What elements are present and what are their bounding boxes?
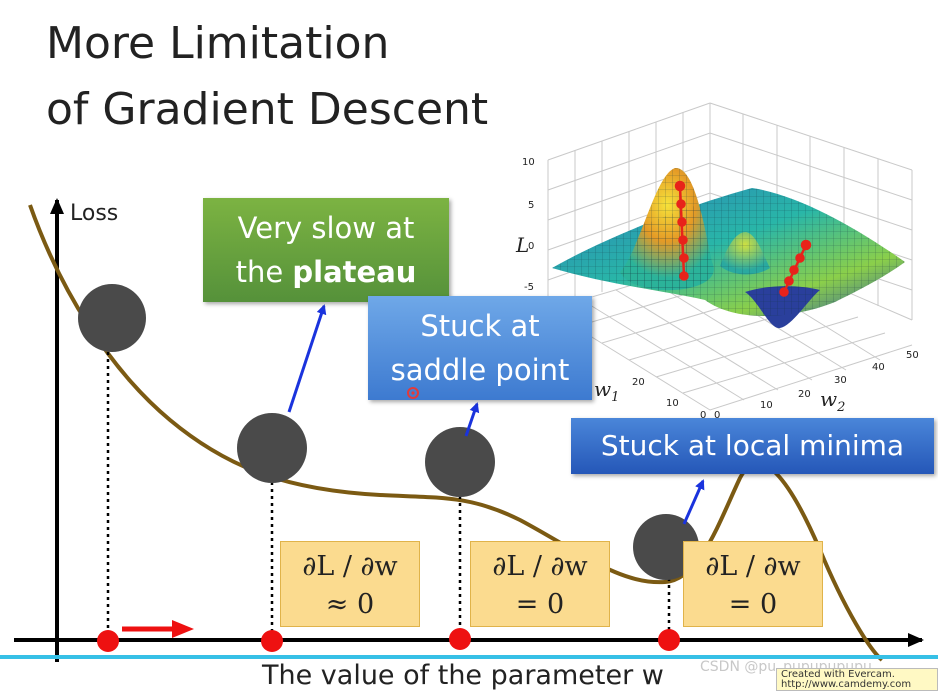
surface-mesh [552,188,905,316]
w1-tick-20: 20 [632,377,645,388]
w2-tick-50: 50 [906,350,919,361]
direction-arrow [122,620,194,638]
ball-start [78,284,146,352]
derivative-expr: ∂L / ∂w [705,551,801,582]
pointer-arrows [287,304,705,525]
w2-tick-10: 10 [760,400,773,411]
slide-title-line1: More Limitation [46,18,390,69]
w1-tick-0: 0 [700,410,706,421]
w1-tick-10: 10 [666,398,679,409]
svg-text:w2: w2 [820,387,845,415]
derivative-value: = 0 [728,589,778,620]
x-axis-markers [97,628,680,652]
w2-tick-40: 40 [872,362,885,373]
derivative-expr: ∂L / ∂w [492,551,588,582]
y-axis-label: Loss [70,201,119,226]
w2-axis-sub: 2 [836,400,845,415]
callout-local-min: Stuck at local minima [571,418,934,474]
cursor-marker [407,387,419,399]
derivative-box-saddle: ∂L / ∂w = 0 [470,541,610,627]
stamp-line2: http://www.camdemy.com [781,679,912,690]
derivative-box-local-min: ∂L / ∂w = 0 [683,541,823,627]
ball-local-min [633,514,699,580]
ball-saddle [425,427,495,497]
w2-axis-label: w [820,387,837,411]
z-tick-10: 10 [522,157,535,168]
svg-text:w1: w1 [594,377,619,405]
callout-plateau: Very slow at the plateau [203,198,449,302]
descent-paths [674,180,812,297]
callout-saddle-line2: saddle point [390,353,570,387]
w1-axis-label: w [594,377,611,401]
surface-plot: 10 5 0 -5 L 20 10 0 w1 0 10 20 30 40 50 … [515,102,919,421]
stamp-line1: Created with Evercam. [781,669,895,680]
callout-plateau-bold: plateau [292,255,417,289]
recording-stamp: Created with Evercam. http://www.camdemy… [776,668,938,691]
loss-diagram [0,198,938,662]
w2-tick-30: 30 [834,375,847,386]
callout-saddle-line1: Stuck at [420,309,540,343]
derivative-expr: ∂L / ∂w [302,551,398,582]
z-tick-neg5: -5 [524,282,534,293]
callout-plateau-prefix: the [235,255,293,289]
derivative-value: ≈ 0 [325,589,375,620]
w2-tick-20: 20 [798,389,811,400]
z-axis-label: L [515,233,529,257]
z-tick-5: 5 [528,200,534,211]
z-tick-0: 0 [528,241,534,252]
callout-plateau-line1: Very slow at [237,211,415,245]
w1-axis-sub: 1 [611,390,619,405]
ball-plateau [237,413,307,483]
callout-saddle: Stuck at saddle point [368,296,592,400]
derivative-box-plateau: ∂L / ∂w ≈ 0 [280,541,420,627]
x-axis-label: The value of the parameter w [262,660,664,691]
slide-title-line2: of Gradient Descent [46,84,489,135]
derivative-value: = 0 [515,589,565,620]
bottom-bar [0,655,938,659]
w2-tick-0: 0 [714,410,720,421]
